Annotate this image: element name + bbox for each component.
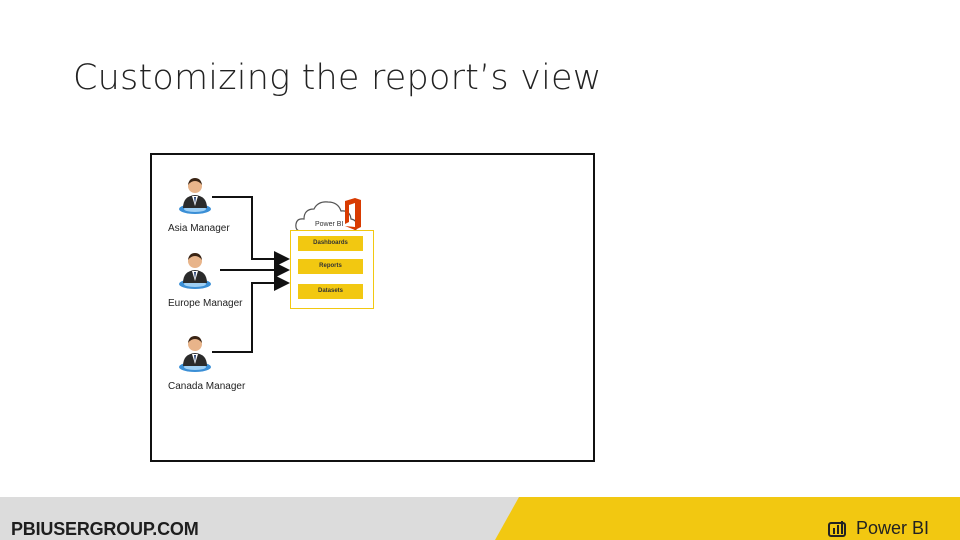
datasets-section: Datasets [298,284,363,299]
user-icon-europe [179,253,211,289]
dashboards-section: Dashboards [298,236,363,251]
connector-asia [212,196,290,267]
footer-brand: Power BI [856,517,930,538]
slide-title: Customizing the report’s view [73,58,602,98]
connector-lines [212,196,290,353]
user-label-europe: Europe Manager [168,298,243,309]
user-label-asia: Asia Manager [168,223,230,234]
diagram-frame: Asia Manager Europe Manager Canada Manag… [150,153,595,462]
footer-logo: Power BI [828,518,929,538]
power-bi-cloud-icon [295,198,361,232]
user-icon-canada [179,336,211,372]
power-bi-logo-icon [828,521,846,537]
connector-canada [212,275,290,353]
user-icon-asia [179,178,211,214]
user-label-canada: Canada Manager [168,381,246,392]
reports-section: Reports [298,259,363,274]
power-bi-panel: Dashboards Reports Datasets [290,230,374,309]
footer-accent [495,497,960,540]
footer-site-name: PBIUSERGROUP.COM [11,519,199,539]
power-bi-label: Power BI [315,221,344,228]
